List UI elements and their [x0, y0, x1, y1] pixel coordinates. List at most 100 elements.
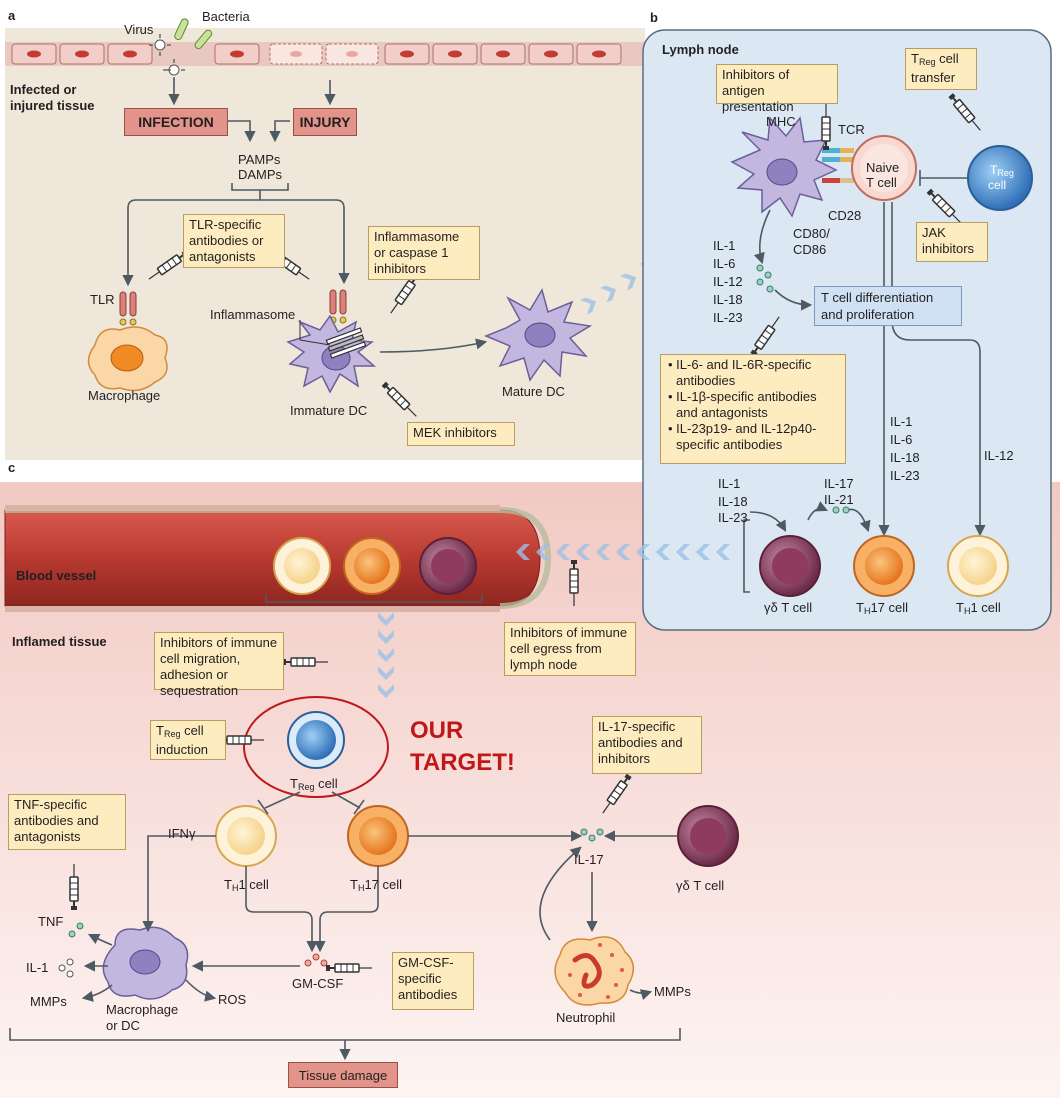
neutrophil-label: Neutrophil [556, 1010, 616, 1025]
th17-cell-label-b: TH17 cell [856, 600, 909, 616]
naive-label-1: Naive [866, 160, 900, 175]
cd86-label: CD86 [793, 242, 827, 257]
gd-cytokine-1: IL-18 [718, 494, 748, 509]
t-cell-icon [947, 535, 1009, 597]
target-callout-line-2: TARGET! [410, 749, 515, 776]
cytokine-drug-item: IL-6- and IL-6R-specific antibodies [676, 357, 840, 389]
inflamed-tissue-label: Inflamed tissue [12, 634, 107, 649]
gd-cytokine-2: IL-23 [718, 510, 748, 525]
macrophage-icon [87, 326, 168, 392]
epithelium-layer [5, 42, 645, 66]
t-cell-icon [853, 535, 915, 597]
gmcsf-label: GM-CSF [292, 976, 344, 991]
t-cell-icon [343, 537, 401, 595]
tcr-label: TCR [838, 122, 865, 137]
il21-label-b: IL-21 [824, 492, 854, 507]
tlr-drug-box: TLR-specific antibodies or antagonists [183, 214, 285, 268]
mhc-label: MHC [766, 114, 796, 129]
bacteria-label: Bacteria [202, 9, 250, 24]
mhc-tcr-complex [822, 148, 854, 183]
tissue-damage-box: Tissue damage [288, 1062, 398, 1088]
dc-cytokine-4: IL-23 [713, 310, 743, 325]
damps-label: DAMPs [238, 167, 283, 182]
t-cell-icon [215, 805, 277, 867]
mmps-label-left: MMPs [30, 994, 67, 1009]
treg-transfer-box: TReg cell transfer [905, 48, 977, 90]
panel-c-arrows [9, 791, 681, 1061]
th17-cytokine-1: IL-6 [890, 432, 913, 447]
migration-drug-box: Inhibitors of immune cell migration, adh… [154, 632, 284, 698]
target-callout-line-1: OUR [410, 717, 464, 744]
gd-cell-label-c: γδ T cell [676, 878, 725, 893]
pamps-label: PAMPs [238, 152, 281, 167]
tlr-receptor-icon [119, 289, 347, 317]
egress-drug-box: Inhibitors of immune cell egress from ly… [504, 622, 636, 676]
dendritic-cell-icon [730, 116, 838, 218]
t-cell-icon [419, 537, 477, 595]
il12-label: IL-12 [984, 448, 1014, 463]
cytokine-drug-box: IL-6- and IL-6R-specific antibodies IL-1… [660, 354, 846, 464]
dendritic-cell-icon [484, 288, 593, 382]
dc-cytokine-1: IL-6 [713, 256, 736, 271]
t-cell-icon [677, 805, 739, 867]
ifng-label: IFNγ [168, 826, 196, 841]
infection-box: INFECTION [124, 108, 228, 136]
panel-label-a: a [8, 8, 16, 23]
t-cell-icon [851, 135, 917, 201]
tlr-label: TLR [90, 292, 115, 307]
mmps-label-right: MMPs [654, 984, 691, 999]
th17-cytokine-3: IL-23 [890, 468, 920, 483]
macrophage-icon [102, 926, 189, 1000]
il17-label-b: IL-17 [824, 476, 854, 491]
treg-cell-label-b-2: cell [988, 178, 1007, 192]
dc-cytokine-3: IL-18 [713, 292, 743, 307]
dc-cytokine-2: IL-12 [713, 274, 743, 289]
panel-label-c: c [8, 460, 16, 475]
cytokine-dots [68, 828, 604, 938]
macrophage-label: Macrophage [88, 388, 161, 403]
il17-drug-box: IL-17-specific antibodies and inhibitors [592, 716, 702, 774]
cd28-label: CD28 [828, 208, 862, 223]
blood-vessel-label: Blood vessel [16, 568, 97, 583]
lymph-node-background [642, 29, 1052, 631]
ros-label: ROS [218, 992, 247, 1007]
gd-cell-label-b: γδ T cell [764, 600, 813, 615]
th17-cytokine-0: IL-1 [890, 414, 913, 429]
dc-cytokine-0: IL-1 [713, 238, 736, 253]
bacteria-icon [174, 18, 213, 50]
differentiation-box: T cell differentiation and proliferation [814, 286, 962, 326]
antigen-drug-box: Inhibitors of antigen presentation [716, 64, 838, 114]
th17-cytokine-2: IL-18 [890, 450, 920, 465]
mek-drug-box: MEK inhibitors [407, 422, 515, 446]
treg-induction-box: TReg cell induction [150, 720, 226, 760]
tnf-label: TNF [38, 914, 64, 929]
macrophage-label-c-2: or DC [106, 1018, 140, 1033]
panel-a-arrows [122, 78, 488, 353]
cytokine-drug-item: IL-1β-specific antibodies and antagonist… [676, 389, 840, 421]
th17-cell-label-c: TH17 cell [350, 877, 403, 893]
neutrophil-icon [554, 936, 634, 1006]
tnf-drug-box: TNF-specific antibodies and antagonists [8, 794, 126, 850]
inflammasome-label: Inflammasome [210, 307, 296, 322]
naive-label-2: T cell [866, 175, 897, 190]
t-cell-icon [287, 711, 345, 769]
il17-label-c: IL-17 [574, 852, 604, 867]
tissue-label: Infected or injured tissue [10, 82, 95, 113]
t-cell-icon [273, 537, 331, 595]
lymph-node-title: Lymph node [662, 42, 739, 57]
macrophage-label-c-1: Macrophage [106, 1002, 179, 1017]
mature-dc-label: Mature DC [502, 384, 565, 399]
t-cell-icon [347, 805, 409, 867]
t-cell-icon [759, 535, 821, 597]
injury-box: INJURY [293, 108, 357, 136]
il1-label: IL-1 [26, 960, 49, 975]
th1-cell-label-b: TH1 cell [956, 600, 1001, 616]
inflammasome-drug-box: Inflammasome or caspase 1 inhibitors [368, 226, 480, 280]
gmcsf-drug-box: GM-CSF-specific antibodies [392, 952, 474, 1010]
inflammasome-icon [325, 327, 367, 359]
panel-label-b: b [650, 10, 658, 25]
th1-cell-label-c: TH1 cell [224, 877, 269, 893]
gd-cytokine-0: IL-1 [718, 476, 741, 491]
immature-dc-label: Immature DC [290, 403, 368, 418]
